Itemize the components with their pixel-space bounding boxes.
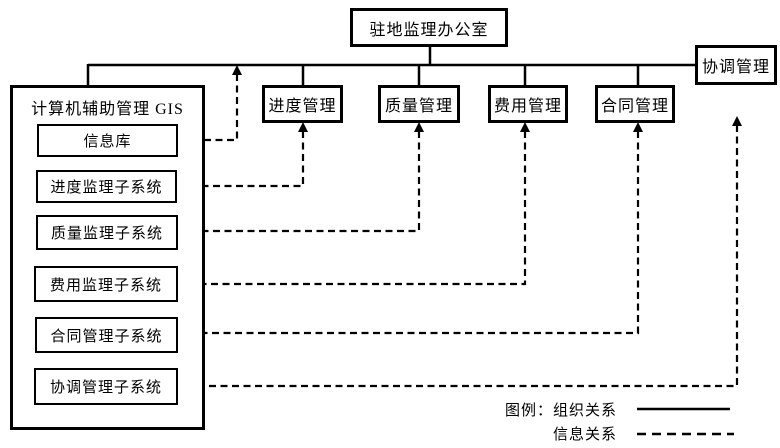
arrow-up-cost — [520, 122, 530, 132]
box-coordination-management-subsystem: 协调管理子系统 — [34, 368, 178, 405]
legend-organization-label: 组织关系 — [553, 403, 618, 419]
box-resident-supervision-office: 驻地监理办公室 — [350, 8, 508, 47]
legend-lines — [637, 407, 734, 436]
box-cost-supervision-subsystem: 费用监理子系统 — [34, 266, 178, 302]
arrow-up-quality — [414, 122, 424, 132]
arrow-up-info-library — [232, 65, 242, 75]
arrow-up-coordination — [732, 116, 742, 126]
arrow-up-contract — [633, 122, 643, 132]
box-progress-supervision-subsystem: 进度监理子系统 — [36, 170, 177, 203]
organization-relation-lines — [86, 46, 695, 86]
legend-information-label: 信息关系 — [553, 427, 618, 443]
info-line-coordination-subsystem — [188, 125, 739, 388]
box-cost-management: 费用管理 — [488, 85, 568, 123]
info-line-progress-subsystem — [188, 131, 305, 188]
box-quality-management: 质量管理 — [378, 85, 460, 123]
box-coordination-management: 协调管理 — [695, 45, 777, 85]
info-line-quality-subsystem — [188, 131, 421, 233]
gis-panel-title: 计算机辅助管理 GIS — [31, 101, 184, 118]
box-contract-management-subsystem: 合同管理子系统 — [35, 317, 178, 353]
info-line-contract-subsystem — [188, 131, 640, 335]
box-contract-management: 合同管理 — [595, 85, 675, 123]
legend-title: 图例： — [505, 403, 554, 419]
arrow-up-progress — [298, 122, 308, 132]
box-quality-supervision-subsystem: 质量监理子系统 — [36, 215, 178, 250]
box-information-library: 信息库 — [37, 124, 178, 157]
box-progress-management: 进度管理 — [262, 85, 343, 123]
info-line-cost-subsystem — [188, 131, 527, 286]
